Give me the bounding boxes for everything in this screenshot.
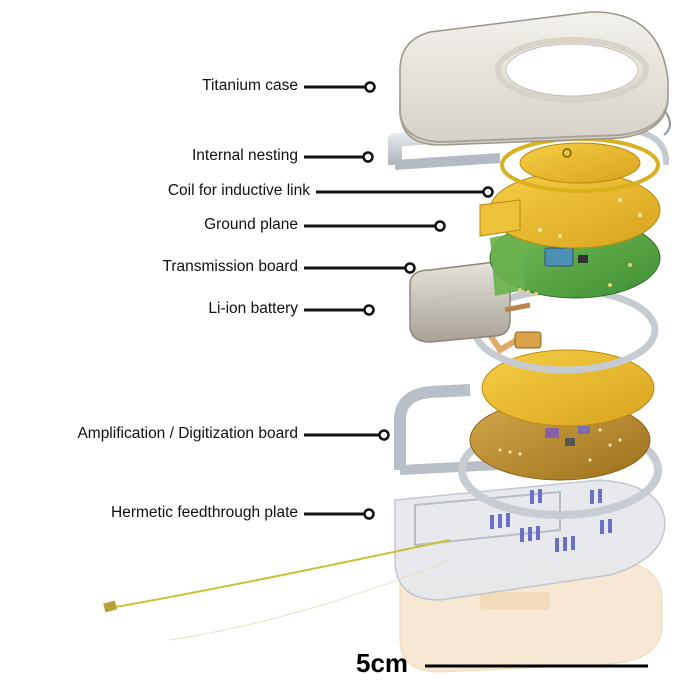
label-feedthrough-plate: Hermetic feedthrough plate bbox=[111, 504, 298, 521]
scale-bar-label: 5cm bbox=[356, 648, 409, 678]
titanium-case bbox=[399, 11, 671, 146]
label-internal-nesting: Internal nesting bbox=[192, 147, 298, 164]
coil bbox=[500, 137, 660, 193]
label-li-ion-battery: Li-ion battery bbox=[208, 300, 298, 317]
li-ion-battery bbox=[409, 261, 531, 343]
leader-lines bbox=[304, 81, 494, 520]
label-titanium-case: Titanium case bbox=[202, 77, 298, 94]
label-amplification-board: Amplification / Digitization board bbox=[77, 425, 298, 442]
label-coil: Coil for inductive link bbox=[167, 182, 310, 199]
lead-wire bbox=[103, 539, 451, 641]
label-transmission-board: Transmission board bbox=[162, 258, 298, 275]
label-ground-plane: Ground plane bbox=[204, 216, 298, 233]
